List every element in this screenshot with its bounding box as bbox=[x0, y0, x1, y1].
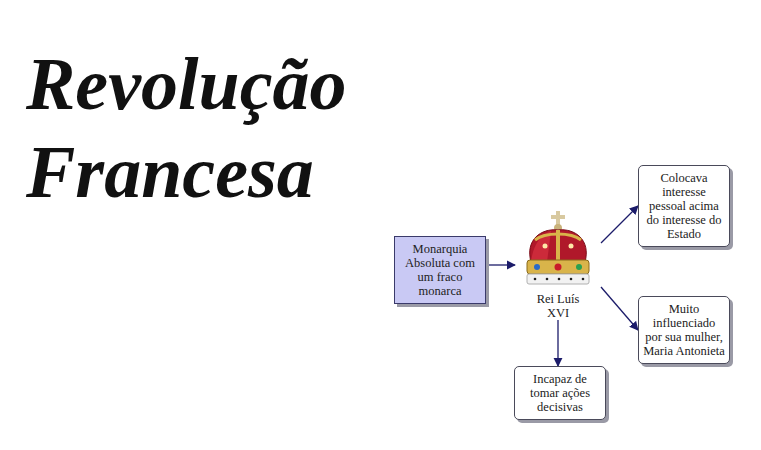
arrow-connector bbox=[486, 264, 515, 265]
king-figure: Rei Luís XVI bbox=[515, 210, 601, 320]
process-box: Colocava interesse pessoal acima do inte… bbox=[638, 165, 730, 247]
node-text: Colocava interesse pessoal acima do inte… bbox=[643, 171, 725, 241]
diagram-title: Revolução Francesa bbox=[26, 40, 386, 216]
process-box: Muito influenciado por sua mulher, Maria… bbox=[638, 296, 730, 364]
process-box: Monarquia Absoluta com um fraco monarca bbox=[394, 236, 486, 304]
crown-illustration bbox=[521, 210, 595, 292]
arrow-connector bbox=[557, 320, 558, 366]
arrow-connector bbox=[601, 287, 638, 330]
node-text: Monarquia Absoluta com um fraco monarca bbox=[399, 242, 481, 298]
arrow-connector bbox=[601, 206, 638, 243]
node-text: Rei Luís XVI bbox=[527, 292, 589, 320]
process-box: Incapaz de tomar ações decisivas bbox=[514, 366, 606, 420]
node-text: Muito influenciado por sua mulher, Maria… bbox=[643, 302, 725, 358]
node-text: Incapaz de tomar ações decisivas bbox=[519, 372, 601, 414]
